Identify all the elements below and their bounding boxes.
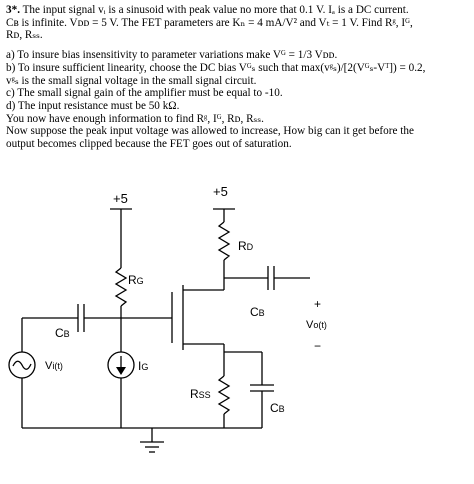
rss-label: RSS — [190, 387, 211, 401]
rg-label: RG — [128, 273, 144, 287]
item-b: b) To insure sufficient linearity, choos… — [6, 61, 426, 74]
question-line-2: output becomes clipped because the FET g… — [6, 138, 292, 151]
supply-left-label: +5 — [113, 191, 128, 206]
question-line-1: Now suppose the peak input voltage was a… — [6, 125, 414, 138]
intro-line-3: Rᴅ, Rₛₛ. — [6, 29, 43, 42]
vi-label: Vi(t) — [45, 360, 63, 372]
problem-text: 3*. The input signal vᵢ is a sinusoid wi… — [6, 4, 470, 151]
vo-label: Vo(t) — [306, 319, 327, 331]
cb-out-label: CB — [250, 305, 265, 319]
item-d: d) The input resistance must be 50 kΩ. — [6, 99, 180, 112]
arrow-head — [116, 367, 126, 375]
cb-src-label: CB — [270, 401, 285, 415]
vo-minus: − — [314, 339, 321, 353]
rss-resistor — [217, 375, 231, 415]
sine-icon — [12, 360, 32, 370]
rd-resistor — [217, 221, 231, 261]
item-a: a) To insure bias insensitivity to param… — [6, 49, 338, 62]
item-b-cont: vᵍₛ is the small signal voltage in the s… — [6, 74, 257, 87]
cb-in-label: CB — [55, 326, 70, 340]
problem-line-1: 3*. The input signal vᵢ is a sinusoid wi… — [6, 4, 470, 17]
intro-line-1: The input signal vᵢ is a sinusoid with p… — [22, 4, 409, 16]
now-line: You now have enough information to find … — [6, 112, 264, 125]
supply-right-label: +5 — [213, 184, 228, 199]
problem-number: 3*. — [6, 4, 20, 16]
rg-resistor — [114, 267, 128, 307]
rd-label: RD — [238, 239, 254, 253]
item-c: c) The small signal gain of the amplifie… — [6, 87, 283, 100]
vo-plus: + — [314, 297, 321, 311]
ig-label: IG — [138, 359, 148, 373]
intro-line-2: Cʙ is infinite. Vᴅᴅ = 5 V. The FET param… — [6, 16, 413, 29]
